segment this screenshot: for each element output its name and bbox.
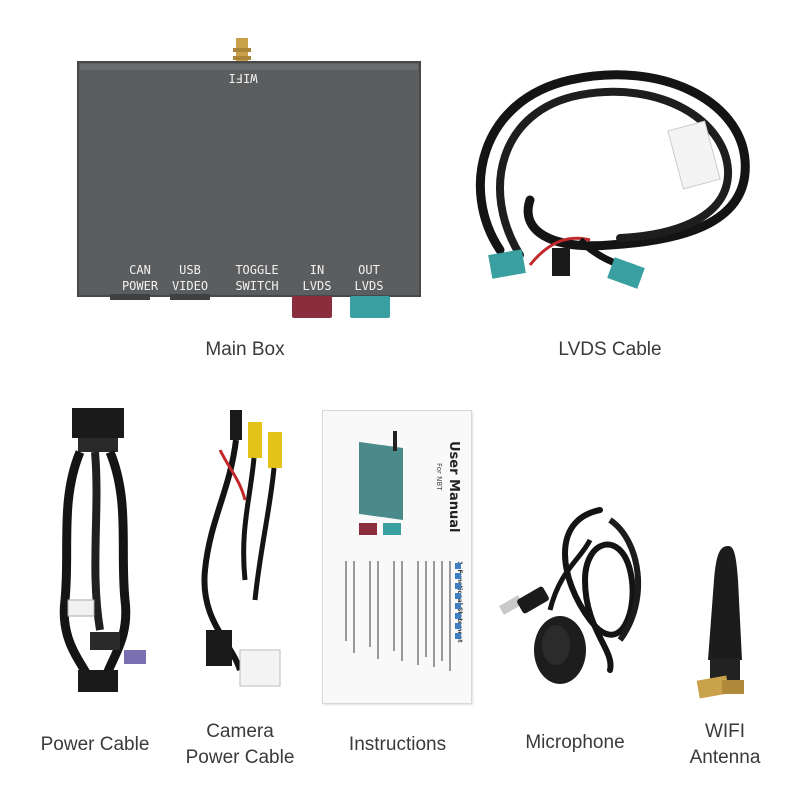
wifi-antenna-caption-line2: Antenna: [689, 747, 761, 768]
manual-title: User Manual: [446, 441, 461, 533]
port-label-line1: IN: [309, 263, 325, 277]
camera-caption-line2: Power Cable: [185, 747, 295, 768]
power-cable-caption: Power Cable: [40, 734, 150, 755]
wifi-port-label: WIFI: [228, 71, 258, 85]
main-box-caption: Main Box: [205, 339, 285, 360]
microphone-image: [498, 507, 642, 684]
manual-device-illustration: [359, 431, 403, 535]
port-label-line1: OUT: [358, 263, 380, 277]
camera-cable-caption: Camera Power Cable: [175, 720, 305, 770]
port-label-line1: TOGGLE: [235, 263, 279, 277]
microphone-caption: Microphone: [525, 732, 625, 753]
main-box-product: WIFI CAN POWER USB VIDEO TOGGLE SWITCH I…: [70, 30, 430, 360]
port-toggle-switch-label: TOGGLE SWITCH: [222, 262, 292, 294]
port-label-line2: POWER: [121, 279, 159, 293]
instructions-caption: Instructions: [348, 734, 447, 755]
port-out-lvds-label: OUT LVDS: [344, 262, 394, 294]
port-label-line1: CAN: [129, 263, 151, 277]
port-usb-video-label: USB VIDEO: [160, 262, 220, 294]
port-label-line2: LVDS: [302, 279, 332, 293]
port-label-line2: VIDEO: [171, 279, 209, 293]
port-can-power-label: CAN POWER: [110, 262, 170, 294]
manual-subtitle: For NBT: [435, 463, 443, 491]
camera-caption-line1: Camera: [206, 721, 274, 742]
manual-text-lines: [345, 561, 461, 671]
wifi-antenna-image: [696, 546, 744, 699]
port-label-line1: USB: [179, 263, 201, 277]
port-label-line2: SWITCH: [235, 279, 279, 293]
user-manual-image: User Manual For NBT 1. Functional Statem…: [322, 410, 472, 704]
lvds-cable-image: [476, 70, 750, 289]
power-cable-image: [59, 408, 146, 692]
main-box-image: [77, 38, 421, 318]
lvds-cable-caption: LVDS Cable: [558, 339, 662, 360]
wifi-antenna-caption-line1: WIFI: [704, 721, 746, 742]
camera-power-cable-image: [201, 410, 282, 687]
port-label-line2: LVDS: [354, 279, 384, 293]
port-in-lvds-label: IN LVDS: [292, 262, 342, 294]
wifi-antenna-caption: WIFI Antenna: [670, 720, 780, 770]
